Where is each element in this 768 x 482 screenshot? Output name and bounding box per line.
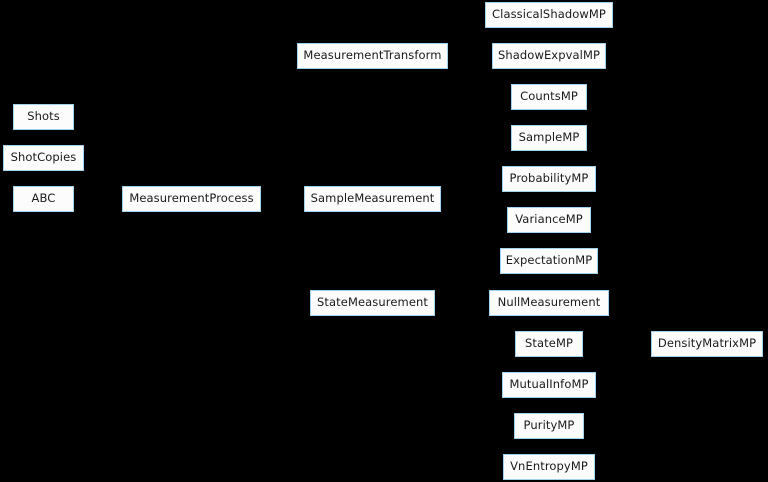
inheritance-edge-measurementprocess-to-statemeasurement [260,198,311,304]
class-node-label: SampleMP [518,130,580,145]
class-node-label: VnEntropyMP [510,459,588,474]
class-node-shots[interactable]: Shots [13,104,74,130]
class-node-label: NullMeasurement [497,295,601,310]
class-node-label: ShadowExpvalMP [497,48,601,63]
class-node-measurementprocess[interactable]: MeasurementProcess [122,186,261,212]
class-node-samplemeasurement[interactable]: SampleMeasurement [304,186,441,212]
inheritance-edge-measurementtransform-to-classicalshadowmp [447,14,486,57]
inheritance-edge-samplemeasurement-to-variancemp [440,198,508,221]
class-node-label: Shots [27,109,60,124]
class-node-label: StateMP [525,336,573,351]
inheritance-edge-samplemeasurement-to-probabilitymp [440,178,503,200]
class-node-vnentropymp[interactable]: VnEntropyMP [503,454,595,480]
inheritance-edge-samplemeasurement-to-countsmp [440,96,512,200]
class-node-label: PurityMP [523,418,575,433]
inheritance-edge-statemeasurement-to-vnentropymp [434,302,504,468]
class-node-label: SampleMeasurement [310,191,435,206]
class-node-densitymatrixmp[interactable]: DensityMatrixMP [651,331,763,357]
inheritance-edge-statemeasurement-to-probabilitymp [434,178,503,304]
class-node-probabilitymp[interactable]: ProbabilityMP [502,166,596,192]
class-node-countsmp[interactable]: CountsMP [511,84,587,110]
class-node-label: ShotCopies [10,150,77,165]
inheritance-edge-measurementprocess-to-measurementtransform [260,55,298,200]
class-node-samplemp[interactable]: SampleMP [511,125,587,151]
class-node-variancemp[interactable]: VarianceMP [507,207,591,233]
class-node-label: ExpectationMP [505,253,593,268]
inheritance-edge-samplemeasurement-to-nullmeasurement [440,198,490,304]
class-node-mutualinfomp[interactable]: MutualInfoMP [502,372,596,398]
class-node-abc[interactable]: ABC [13,186,74,212]
class-node-label: MeasurementProcess [129,191,254,206]
inheritance-edge-samplemeasurement-to-samplemp [440,137,512,200]
class-node-statemp[interactable]: StateMP [515,331,583,357]
class-node-classicalshadowmp[interactable]: ClassicalShadowMP [485,2,613,28]
class-node-label: MutualInfoMP [509,377,589,392]
inheritance-edge-shotcopies-to-measurementprocess [83,157,123,200]
class-node-label: ABC [31,191,56,206]
inheritance-edge-statemeasurement-to-puritymp [434,302,515,427]
class-node-label: CountsMP [520,89,578,104]
class-node-shadowexpvalmp[interactable]: ShadowExpvalMP [492,43,606,69]
class-node-expectationmp[interactable]: ExpectationMP [500,248,598,274]
class-node-label: DensityMatrixMP [657,336,757,351]
class-node-puritymp[interactable]: PurityMP [514,413,584,439]
class-node-statemeasurement[interactable]: StateMeasurement [310,290,435,316]
class-node-shotcopies[interactable]: ShotCopies [3,145,84,171]
class-node-label: ClassicalShadowMP [492,7,606,22]
class-node-measurementtransform[interactable]: MeasurementTransform [297,43,448,69]
class-node-label: MeasurementTransform [303,48,442,63]
class-node-nullmeasurement[interactable]: NullMeasurement [489,290,609,316]
class-node-label: VarianceMP [515,212,583,227]
class-node-label: ProbabilityMP [509,171,589,186]
class-node-label: StateMeasurement [317,295,428,310]
inheritance-edge-samplemeasurement-to-expectationmp [440,198,501,262]
